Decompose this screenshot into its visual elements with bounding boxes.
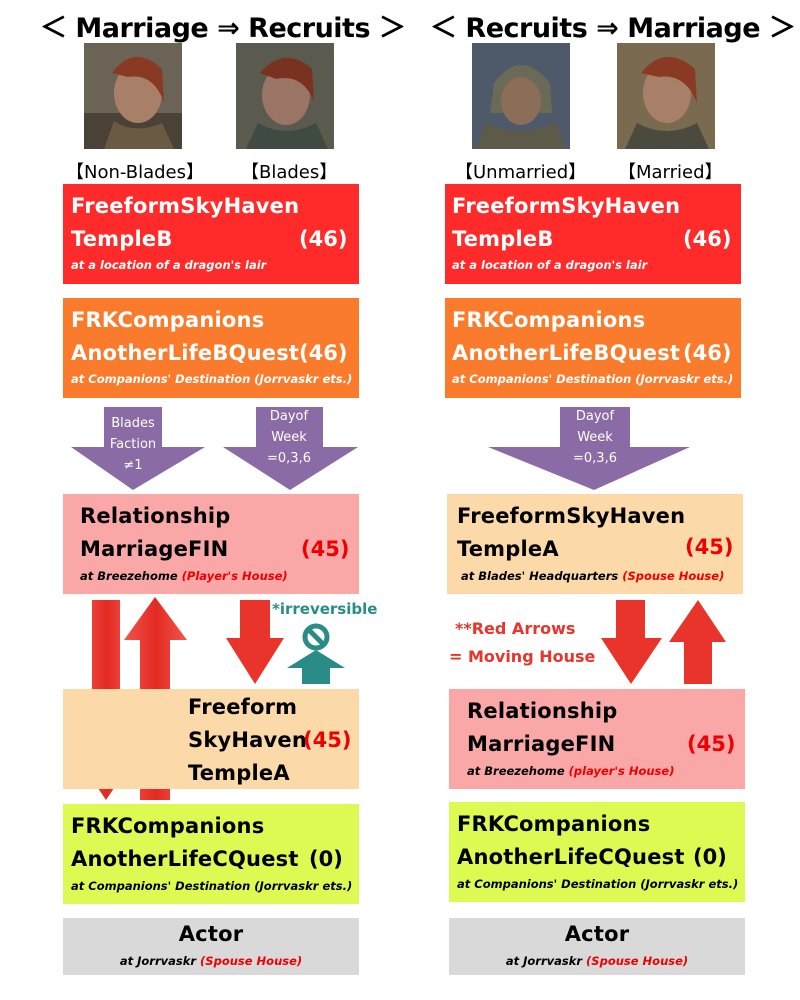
left-box-relationship-marriagefin: Relationship MarriageFIN (45) at Breezeh… xyxy=(63,494,359,594)
arrow-label-line: Dayof xyxy=(575,409,615,424)
box-line-1: Actor xyxy=(178,922,244,946)
arrow-label-line: Week xyxy=(577,430,613,445)
woman-portrait-icon xyxy=(236,43,334,149)
armored-man-portrait-icon xyxy=(472,43,570,149)
box-location: at Jorrvaskr (Spouse House) xyxy=(449,954,745,968)
red-arrows-note: **Red Arrows xyxy=(455,619,576,638)
box-location: at Breezehome (player's House) xyxy=(467,764,674,778)
box-number: (0) xyxy=(309,847,343,871)
arrow-label-blades-faction: Blades Faction ≠1 xyxy=(102,413,164,476)
box-line-2: MarriageFIN xyxy=(80,537,229,561)
right-red-down-arrow xyxy=(601,600,662,684)
left-box-freeform-templeb: FreeformSkyHaven TempleB (46) at a locat… xyxy=(63,184,359,284)
box-line-1: FreeformSkyHaven xyxy=(457,504,686,528)
woman-portrait-icon xyxy=(617,43,715,149)
box-number: (45) xyxy=(303,728,352,752)
box-line-1: FRKCompanions xyxy=(452,308,646,332)
location-house: (player's House) xyxy=(568,764,675,778)
teal-up-arrow xyxy=(287,650,345,684)
box-number: (46) xyxy=(683,341,732,365)
box-line-2: MarriageFIN xyxy=(467,732,616,756)
box-line-2: AnotherLifeCQuest xyxy=(457,845,685,869)
irreversible-note: *irreversible xyxy=(272,600,378,618)
location-text: at Jorrvaskr xyxy=(119,954,201,968)
box-location: at Companions' Destination (Jorrvaskr et… xyxy=(452,372,734,386)
portrait-married xyxy=(617,43,715,149)
moving-house-note: = Moving House xyxy=(449,647,596,666)
box-number: (46) xyxy=(299,227,348,251)
right-box-frk-anotherlifec: FRKCompanions AnotherLifeCQuest (0) at C… xyxy=(449,802,745,902)
box-line-1: FreeformSkyHaven xyxy=(452,194,681,218)
box-line-2: AnotherLifeCQuest xyxy=(71,847,299,871)
right-box-actor: Actor at Jorrvaskr (Spouse House) xyxy=(449,918,745,975)
right-red-up-arrow xyxy=(669,600,726,684)
right-box-freeform-templea: FreeformSkyHaven TempleA (45) at Blades'… xyxy=(447,494,743,594)
box-line-2: AnotherLifeBQuest xyxy=(452,341,681,365)
box-location: at Jorrvaskr (Spouse House) xyxy=(63,954,359,968)
box-line-2: TempleB xyxy=(452,227,554,251)
left-box-actor: Actor at Jorrvaskr (Spouse House) xyxy=(63,918,359,975)
arrow-label-line: Blades xyxy=(111,416,155,431)
portrait-non-blades xyxy=(84,43,182,149)
box-location: at Breezehome (Player's House) xyxy=(80,569,288,583)
box-line-2: AnotherLifeBQuest xyxy=(71,341,300,365)
box-line-1: FRKCompanions xyxy=(457,812,651,836)
arrow-label-line: =0,3,6 xyxy=(573,451,617,466)
caption-unmarried: 【Unmarried】 xyxy=(455,162,587,183)
location-house: (Spouse House) xyxy=(200,954,303,968)
box-location: at Blades' Headquarters (Spouse House) xyxy=(461,569,724,583)
box-location: at Companions' Destination (Jorrvaskr et… xyxy=(71,879,353,893)
arrow-label-dayofweek-left: Dayof Week =0,3,6 xyxy=(254,406,324,469)
location-text: at Blades' Headquarters xyxy=(461,569,623,583)
box-number: (0) xyxy=(693,845,727,869)
arrow-label-line: Faction xyxy=(109,437,157,452)
box-number: (45) xyxy=(301,537,350,561)
box-line-2: TempleA xyxy=(457,537,559,561)
right-box-freeform-templeb: FreeformSkyHaven TempleB (46) at a locat… xyxy=(445,184,741,284)
left-box-frk-anotherlifec: FRKCompanions AnotherLifeCQuest (0) at C… xyxy=(63,804,359,904)
location-house: (Player's House) xyxy=(181,569,288,583)
box-location: at Companions' Destination (Jorrvaskr et… xyxy=(457,877,739,891)
left-box-freeform-templea: Freeform SkyHaven TempleA (45) xyxy=(63,689,359,789)
location-text: at Jorrvaskr xyxy=(505,954,587,968)
portrait-blades xyxy=(236,43,334,149)
box-line-1: FRKCompanions xyxy=(71,308,265,332)
portrait-unmarried xyxy=(472,43,570,149)
caption-non-blades: 【Non-Blades】 xyxy=(66,162,204,183)
box-line-2: SkyHaven xyxy=(188,728,308,752)
box-location: at a location of a dragon's lair xyxy=(71,258,267,272)
box-line-1: FRKCompanions xyxy=(71,814,265,838)
box-number: (45) xyxy=(685,535,734,559)
box-location: at a location of a dragon's lair xyxy=(452,258,648,272)
caption-blades: 【Blades】 xyxy=(241,162,338,183)
box-line-1: Relationship xyxy=(80,504,231,528)
arrow-label-line: Week xyxy=(271,430,307,445)
box-line-1: Relationship xyxy=(467,699,618,723)
arrow-label-line: =0,3,6 xyxy=(267,451,311,466)
no-entry-icon xyxy=(302,623,330,651)
right-box-relationship-marriagefin: Relationship MarriageFIN (45) at Breezeh… xyxy=(449,689,745,789)
box-number: (46) xyxy=(299,341,348,365)
box-line-1: FreeformSkyHaven xyxy=(71,194,300,218)
box-number: (46) xyxy=(683,227,732,251)
right-box-frk-anotherlifeb: FRKCompanions AnotherLifeBQuest (46) at … xyxy=(445,298,741,398)
arrow-label-line: ≠1 xyxy=(123,458,143,473)
location-text: at Breezehome xyxy=(80,569,182,583)
box-number: (45) xyxy=(687,732,736,756)
right-title: ＜ Recruits ⇒ Marriage ＞ xyxy=(430,13,796,44)
left-title: ＜ Marriage ⇒ Recruits ＞ xyxy=(40,13,406,44)
location-text: at Breezehome xyxy=(467,764,569,778)
left-box-frk-anotherlifeb: FRKCompanions AnotherLifeBQuest (46) at … xyxy=(63,298,359,398)
arrow-label-dayofweek-right: Dayof Week =0,3,6 xyxy=(559,406,631,469)
box-line-1: Actor xyxy=(564,922,630,946)
arrow-label-line: Dayof xyxy=(269,409,309,424)
box-line-3: TempleA xyxy=(188,761,290,785)
box-location: at Companions' Destination (Jorrvaskr et… xyxy=(71,372,353,386)
woman-portrait-icon xyxy=(84,43,182,149)
location-house: (Spouse House) xyxy=(586,954,689,968)
box-line-2: TempleB xyxy=(71,227,173,251)
caption-married: 【Married】 xyxy=(618,162,723,183)
location-house: (Spouse House) xyxy=(622,569,725,583)
box-line-1: Freeform xyxy=(188,695,298,719)
